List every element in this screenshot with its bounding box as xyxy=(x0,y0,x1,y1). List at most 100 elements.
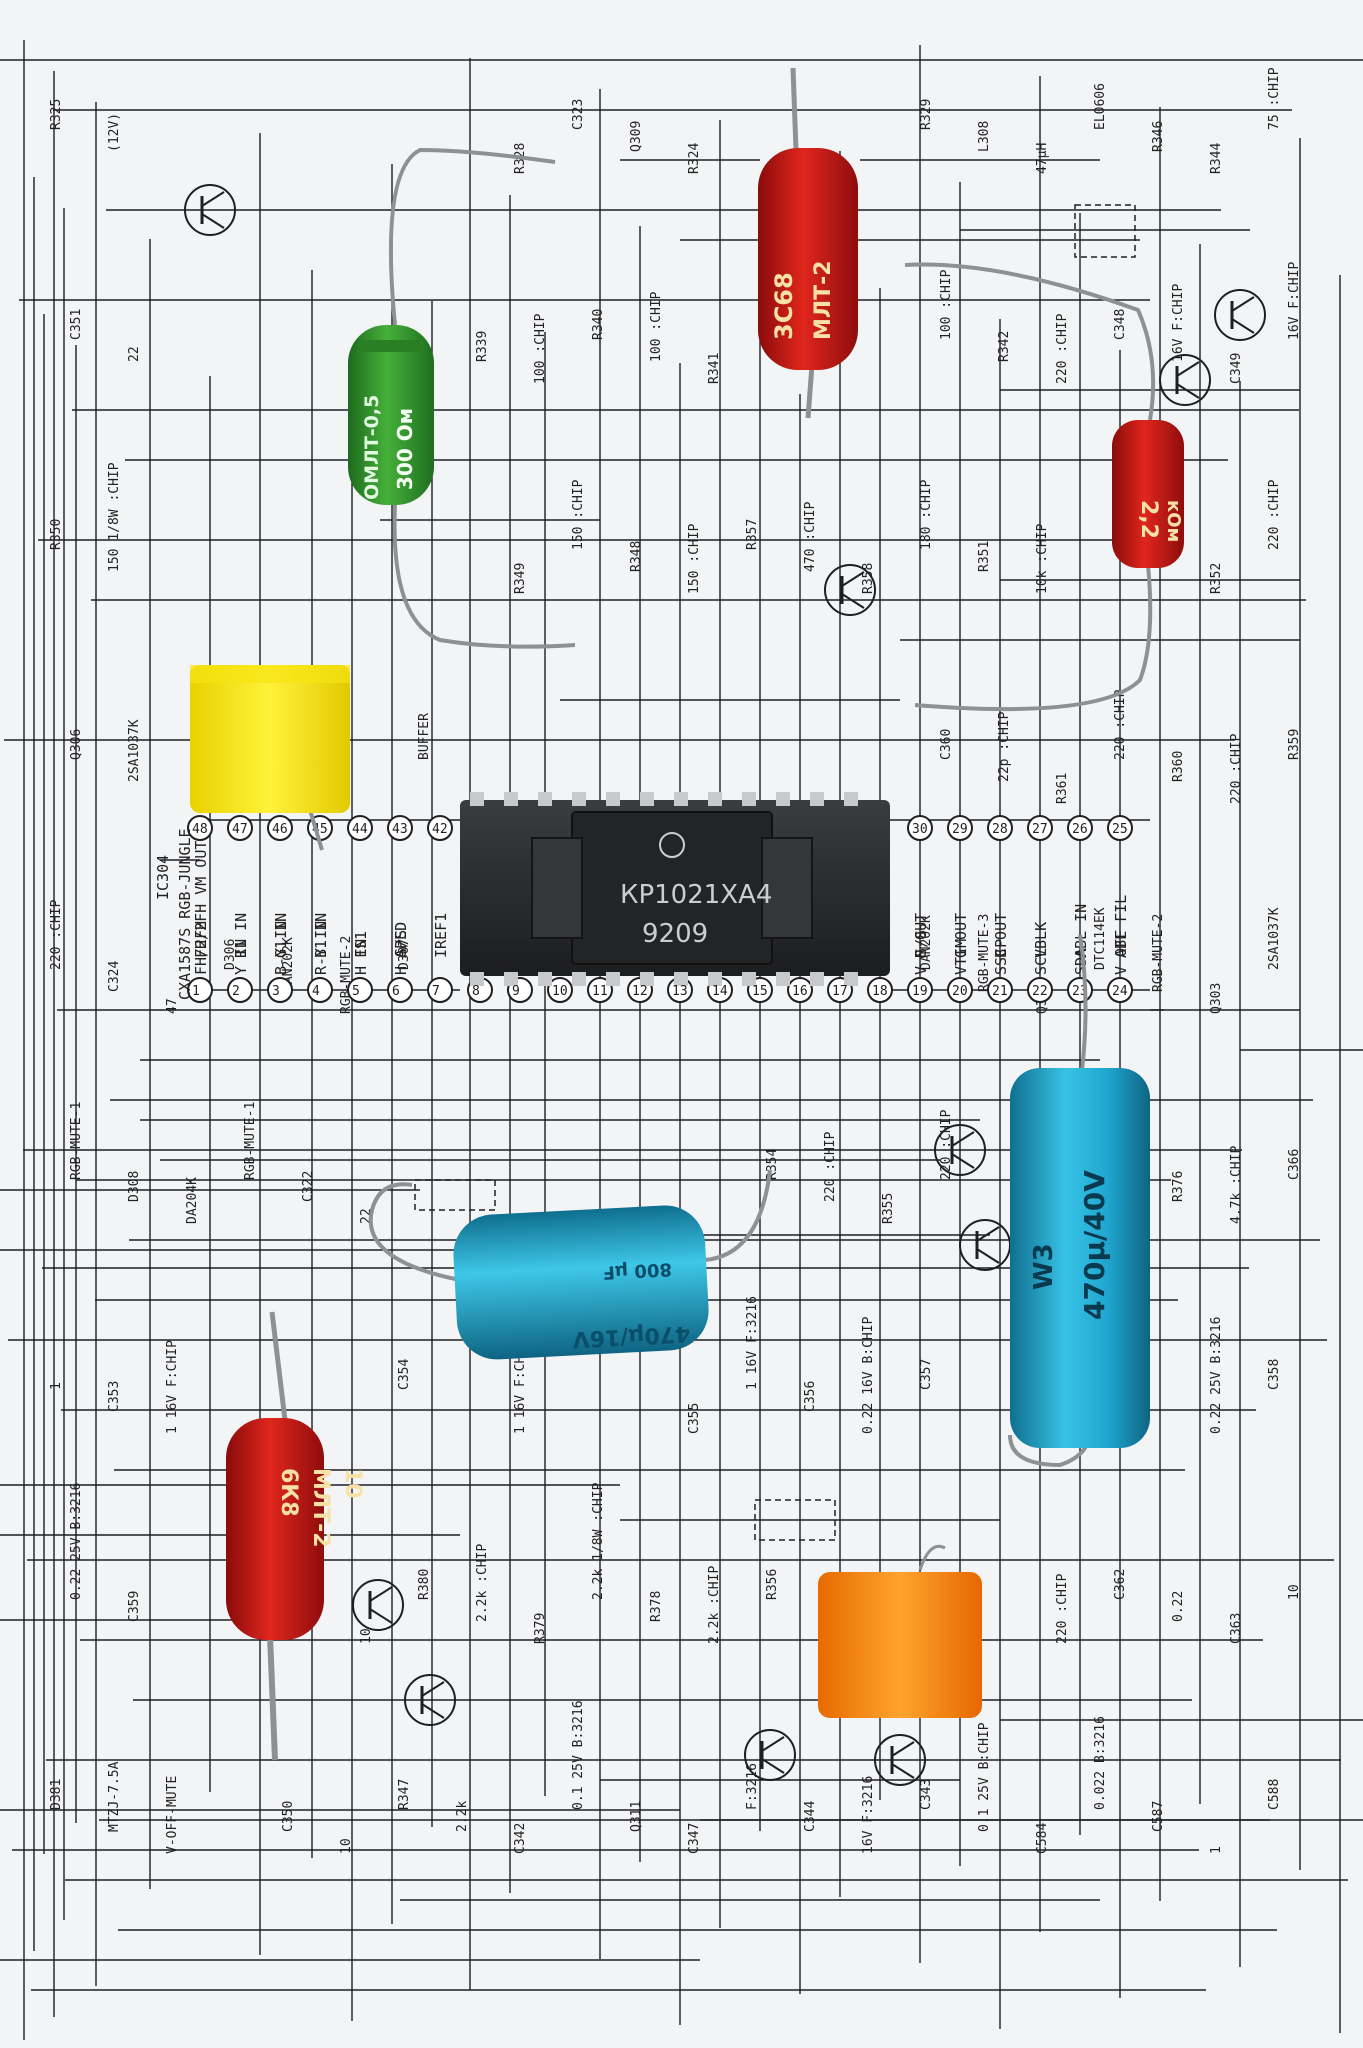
schematic-label: F:3216 xyxy=(745,1763,760,1810)
schematic-label: Q303 xyxy=(1209,983,1224,1014)
schematic-label: 47µH xyxy=(1035,143,1050,174)
yellow-capacitor xyxy=(190,665,350,851)
ic-pin-number: 6 xyxy=(392,984,400,999)
ic-pin-number: 9 xyxy=(512,984,520,999)
ic-pin-1 xyxy=(187,977,213,1003)
ic-pin-label: B1 IN xyxy=(312,913,330,958)
ic-pin-29 xyxy=(947,815,973,841)
ic-lead xyxy=(470,792,484,806)
ic-lead xyxy=(742,792,756,806)
schematic-label: R324 xyxy=(687,143,702,174)
ic-pin-25 xyxy=(1107,815,1133,841)
ic-pin-10 xyxy=(547,977,573,1003)
transistor-collector xyxy=(951,1131,975,1147)
ic-lead xyxy=(504,792,518,806)
ic-lead xyxy=(504,972,518,986)
blue-capacitor-large-mark: W3 xyxy=(1029,1243,1059,1290)
ic-pin-number: 8 xyxy=(472,984,480,999)
schematic-label: 1 16V F:3216 xyxy=(745,1296,760,1390)
schematic-label: 75 :CHIP xyxy=(1267,67,1282,130)
transistor-symbol xyxy=(824,564,876,616)
ic-lead xyxy=(538,792,552,806)
ic-pin-6 xyxy=(387,977,413,1003)
ic-pin-number: 29 xyxy=(952,822,968,837)
schematic-label: R346 xyxy=(1151,121,1166,152)
transistor-symbol xyxy=(744,1729,796,1781)
schematic-label: 220 :CHIP xyxy=(1055,313,1070,384)
ic-pin-48 xyxy=(187,815,213,841)
schematic-label: R378 xyxy=(649,1591,664,1622)
ic-pin-label: B OUT xyxy=(992,913,1010,958)
schematic-label: 0.22 25V B:3216 xyxy=(69,1483,84,1600)
ic-pin-label: H S/S xyxy=(392,930,410,975)
transistor-symbol xyxy=(959,1219,1011,1271)
schematic-label: 10 xyxy=(359,1628,374,1644)
transistor-symbol xyxy=(404,1674,456,1726)
ic-pin-label: G1 IN xyxy=(272,913,290,958)
schematic-label: R355 xyxy=(881,1193,896,1224)
ic-pin-label: VTIM xyxy=(952,939,970,975)
ic-pin-number: 10 xyxy=(552,984,568,999)
blue-capacitor-small-mark: 800 µF xyxy=(602,1258,672,1283)
ic-pin-19 xyxy=(907,977,933,1003)
schematic-label: C356 xyxy=(803,1381,818,1412)
ic-pin-number: 20 xyxy=(952,984,968,999)
schematic-label: 22p :CHIP xyxy=(997,711,1012,782)
schematic-label: C350 xyxy=(281,1801,296,1832)
transistor-symbol xyxy=(184,184,236,236)
schematic-label: Q311 xyxy=(629,1801,644,1832)
ic-pin-label: SCL xyxy=(1032,948,1050,975)
schematic-label: 47 xyxy=(165,998,180,1014)
schematic-label: DTC114EK xyxy=(1093,907,1108,970)
schematic-label: C349 xyxy=(1229,353,1244,384)
ic-lead xyxy=(606,792,620,806)
blue-capacitor-small: 470µ/16V 800 µF xyxy=(368,1169,772,1360)
ic-pin-46 xyxy=(267,815,293,841)
ic-pin-number: 44 xyxy=(352,822,368,837)
schematic-label: 10 xyxy=(339,1838,354,1854)
ic-pin-label: G OUT xyxy=(952,913,970,958)
transistor-collector xyxy=(369,1586,393,1602)
ic-lead xyxy=(640,972,654,986)
schematic-label: C324 xyxy=(107,961,122,992)
ic-pin-number: 1 xyxy=(192,984,200,999)
transistor-symbol xyxy=(1214,289,1266,341)
ic-lead xyxy=(708,792,722,806)
ic-pin-number: 42 xyxy=(432,822,448,837)
transistor-emitter xyxy=(891,1763,915,1779)
schematic-label: C351 xyxy=(69,309,84,340)
schematic-label: 2.2k :CHIP xyxy=(475,1544,490,1622)
ic-pin-number: 15 xyxy=(752,984,768,999)
red-resistor-small: 2,2 кОм xyxy=(904,262,1184,712)
ic-pin-number: 3 xyxy=(272,984,280,999)
transistor-emitter xyxy=(761,1758,785,1774)
schematic-label: R340 xyxy=(591,309,606,340)
ic-pin-number: 47 xyxy=(232,822,248,837)
ic-pin-26 xyxy=(1067,815,1093,841)
schematic-label: C588 xyxy=(1267,1779,1282,1810)
schematic-label: 220 :CHIP xyxy=(1055,1573,1070,1644)
schematic-label: 0.22 16V B:CHIP xyxy=(861,1316,876,1434)
ic-chip: КР1021ХА4 9209 xyxy=(460,800,890,976)
red-resistor-left-type: МЛТ-2 xyxy=(308,1468,333,1548)
ic-pin-number: 19 xyxy=(912,984,928,999)
schematic-label: C354 xyxy=(397,1359,412,1390)
ic-pin-number: 12 xyxy=(632,984,648,999)
schematic-label: 10k :CHIP xyxy=(1035,523,1050,594)
schematic-label: R360 xyxy=(1171,751,1186,782)
ic-pin-label: H IN xyxy=(352,939,370,975)
schematic-label: 2.2k 1/8W :CHIP xyxy=(591,1482,606,1600)
schematic-label: C362 xyxy=(1113,1569,1128,1600)
schematic-label: D308 xyxy=(127,1171,142,1202)
ic-lead xyxy=(776,792,790,806)
schematic-label: C322 xyxy=(301,1171,316,1202)
ic-lead xyxy=(640,792,654,806)
schematic-label: R339 xyxy=(475,331,490,362)
transistor-collector xyxy=(976,1226,1000,1242)
schematic-label: R359 xyxy=(1287,729,1302,760)
schematic-label: R361 xyxy=(1055,773,1070,804)
ic-pin-label: R-Y IN xyxy=(312,921,330,975)
schematic-label: C587 xyxy=(1151,1801,1166,1832)
ic-pin-21 xyxy=(987,977,1013,1003)
